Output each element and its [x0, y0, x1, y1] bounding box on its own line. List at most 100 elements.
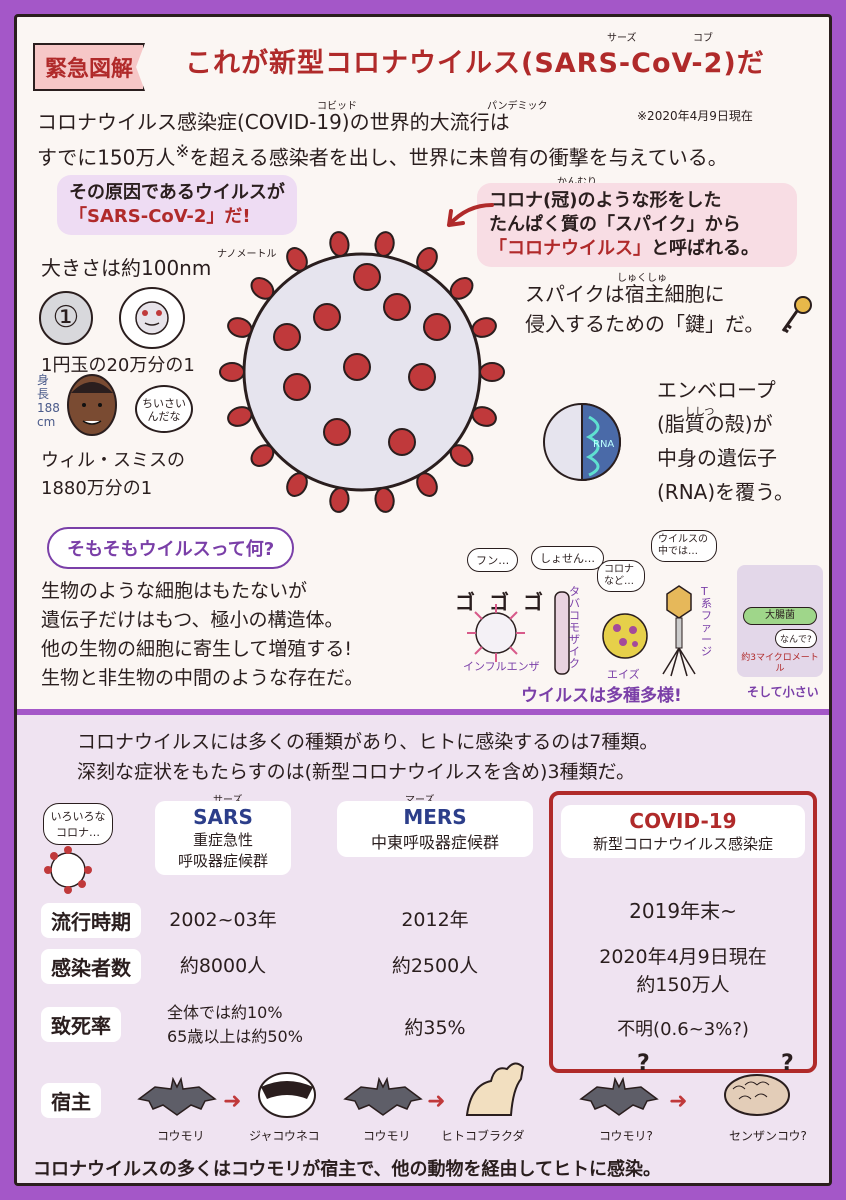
- mers-name: MERS: [403, 805, 467, 829]
- height-label: 身長: [37, 373, 50, 401]
- covid-cases-1: 2020年4月9日現在: [599, 946, 767, 968]
- key-line-1: スパイクは宿主細胞に: [525, 282, 725, 306]
- surface-spike: [423, 313, 451, 341]
- bubble-phage: ウイルスの中では…: [651, 530, 717, 562]
- spike-protein: [227, 406, 253, 427]
- phage-icon: [662, 585, 696, 677]
- name-influenza: インフルエンザ: [463, 660, 540, 673]
- covid-name: COVID-19: [629, 809, 737, 833]
- spike-line-3: と呼ばれる。: [651, 238, 759, 259]
- ruby-shukushu: しゅくしゅ: [617, 273, 667, 284]
- sars-fatality-2: 65歳以上は約50%: [167, 1027, 303, 1046]
- sars-desc-1: 重症急性: [192, 831, 253, 849]
- bubble-tmv: しょせん…: [531, 546, 604, 570]
- hiv-icon: [602, 613, 648, 659]
- tobacco-mosaic-icon: [554, 591, 570, 675]
- urgent-badge: 緊急図解: [33, 43, 146, 91]
- virus-face-icon: [119, 287, 185, 349]
- cause-line-1: その原因であるウイルスが: [69, 182, 285, 203]
- spike-protein: [329, 231, 350, 257]
- spike-protein: [250, 277, 275, 300]
- bat-icon-mers: [343, 1077, 423, 1116]
- bacteria-bubble: なんで?: [775, 629, 817, 648]
- coin-icon: ①: [39, 291, 93, 345]
- envelope-line-3: 中身の遺伝子: [657, 446, 777, 470]
- small-virus-icon: [44, 846, 92, 894]
- covid-desc: 新型コロナウイルス感染症: [592, 835, 773, 853]
- sars-cases: 約8000人: [179, 955, 267, 977]
- intro-line-2: すでに150万人※を超える感染者を出し、世界に未曾有の衝撃を与えている。: [37, 137, 817, 173]
- mers-host-to: ヒトコブラクダ: [441, 1129, 525, 1143]
- name-tmv: タバコモザイク: [569, 585, 580, 670]
- arrow-right-icon-covid: ➜: [669, 1089, 688, 1114]
- surface-spike: [283, 373, 311, 401]
- height-unit: cm: [37, 415, 56, 429]
- mers-cases: 約2500人: [391, 955, 479, 977]
- sars-name: SARS: [193, 805, 253, 829]
- key-line-2: 侵入するための「鍵」だ。: [525, 312, 765, 336]
- spike-bubble: コロナ(冠)のような形をした たんぱく質の「スパイク」から 「コロナウイルス」と…: [477, 183, 797, 267]
- what-heading: そもそもウイルスって何?: [47, 527, 295, 569]
- key-icon: [781, 296, 812, 334]
- covid-period: 2019年末~: [629, 899, 737, 923]
- envelope-cutaway-illustration: RNA: [543, 402, 621, 482]
- page-title: これが新型コロナウイルス(SARS-CoV-2)だ: [185, 41, 765, 80]
- what-text: 生物のような細胞はもたないが 遺伝子だけはもつ、極小の構造体。 他の生物の細胞に…: [41, 577, 363, 693]
- bubble-flu: フン…: [467, 548, 519, 572]
- variety-caption: ウイルスは多種多様!: [521, 686, 682, 706]
- intro-count: すでに150万人: [37, 145, 176, 170]
- size-label: 大きさは約100nm: [41, 256, 212, 280]
- camel-icon: [465, 1062, 525, 1116]
- bacteria-box: 大腸菌 なんで? 約3マイクロメートル: [737, 565, 823, 677]
- question-icon-2: ?: [781, 1051, 794, 1076]
- influenza-icon: [467, 604, 525, 662]
- title-text: これが新型コロナウイルス(SARS-CoV-2)だ: [185, 48, 765, 79]
- smith-line-2: 1880万分の1: [41, 478, 153, 499]
- envelope-line-1: エンベロープ: [657, 378, 776, 402]
- spike-protein: [416, 472, 438, 497]
- bacteria-caption: そして小さい: [747, 685, 819, 699]
- spike-protein: [471, 317, 497, 338]
- pangolin-icon: [724, 1074, 790, 1116]
- what-line-2: 遺伝子だけはもつ、極小の構造体。: [41, 609, 344, 631]
- height-note: 身長 188 cm: [37, 373, 60, 429]
- spike-protein: [449, 277, 474, 300]
- intro-rest: を超える感染者を出し、世界に未曾有の衝撃を与えている。: [189, 145, 728, 170]
- ruby-cov: コブ: [693, 33, 713, 44]
- ruby-sars-col: サーズ: [213, 791, 243, 806]
- ruby-covid: コビッド: [317, 101, 357, 112]
- sars-header: SARS 重症急性 呼吸器症候群: [155, 801, 291, 875]
- spike-line-2: たんぱく質の「スパイク」から: [489, 214, 741, 235]
- bat-icon-covid: [579, 1077, 659, 1116]
- row-label-cases: 感染者数: [41, 949, 141, 984]
- cause-line-2: 「SARS-CoV-2」だ!: [69, 206, 251, 227]
- various-corona-bubble: いろいろなコロナ…: [43, 803, 113, 845]
- section-divider: [17, 709, 829, 715]
- spike-protein: [227, 317, 253, 338]
- smith-line-1: ウィル・スミスの: [41, 450, 185, 471]
- ruby-shishitsu: ししつ: [685, 407, 715, 418]
- bubble-hiv: コロナなど…: [597, 560, 645, 592]
- covid-column: [549, 791, 817, 1073]
- arrow-right-icon-mers: ➜: [427, 1089, 446, 1114]
- surface-spike: [408, 363, 436, 391]
- key-text: スパイクは宿主細胞に 侵入するための「鍵」だ。: [525, 279, 764, 339]
- ruby-sars: サーズ: [607, 33, 637, 44]
- surface-spike: [313, 303, 341, 331]
- sars-desc-2: 呼吸器症候群: [177, 852, 268, 870]
- surface-spike: [383, 293, 411, 321]
- coin-symbol: ①: [52, 300, 80, 335]
- bacteria-icon: 大腸菌: [743, 607, 817, 625]
- infographic-sheet: 緊急図解 これが新型コロナウイルス(SARS-CoV-2)だ サーズ コブ コビ…: [14, 14, 832, 1186]
- spike-line-1: コロナ(冠)のような形をした: [489, 190, 722, 211]
- spike-protein: [416, 247, 438, 272]
- spike-protein: [250, 444, 275, 467]
- virus-varieties: フン… しょせん… コロナなど… ウイルスの中では… ゴゴゴ インフルエンザ タ…: [455, 530, 745, 692]
- name-phage: T系ファージ: [701, 585, 712, 658]
- small-bubble-text: ちいさいんだな: [142, 397, 186, 423]
- bacteria-label: 大腸菌: [765, 610, 795, 621]
- sars-fatality: 全体では約10% 65歳以上は約50%: [167, 1001, 347, 1049]
- intro-mark: ※: [175, 142, 190, 161]
- height-value: 188: [37, 401, 60, 415]
- covid-header: COVID-19 新型コロナウイルス感染症: [561, 805, 805, 858]
